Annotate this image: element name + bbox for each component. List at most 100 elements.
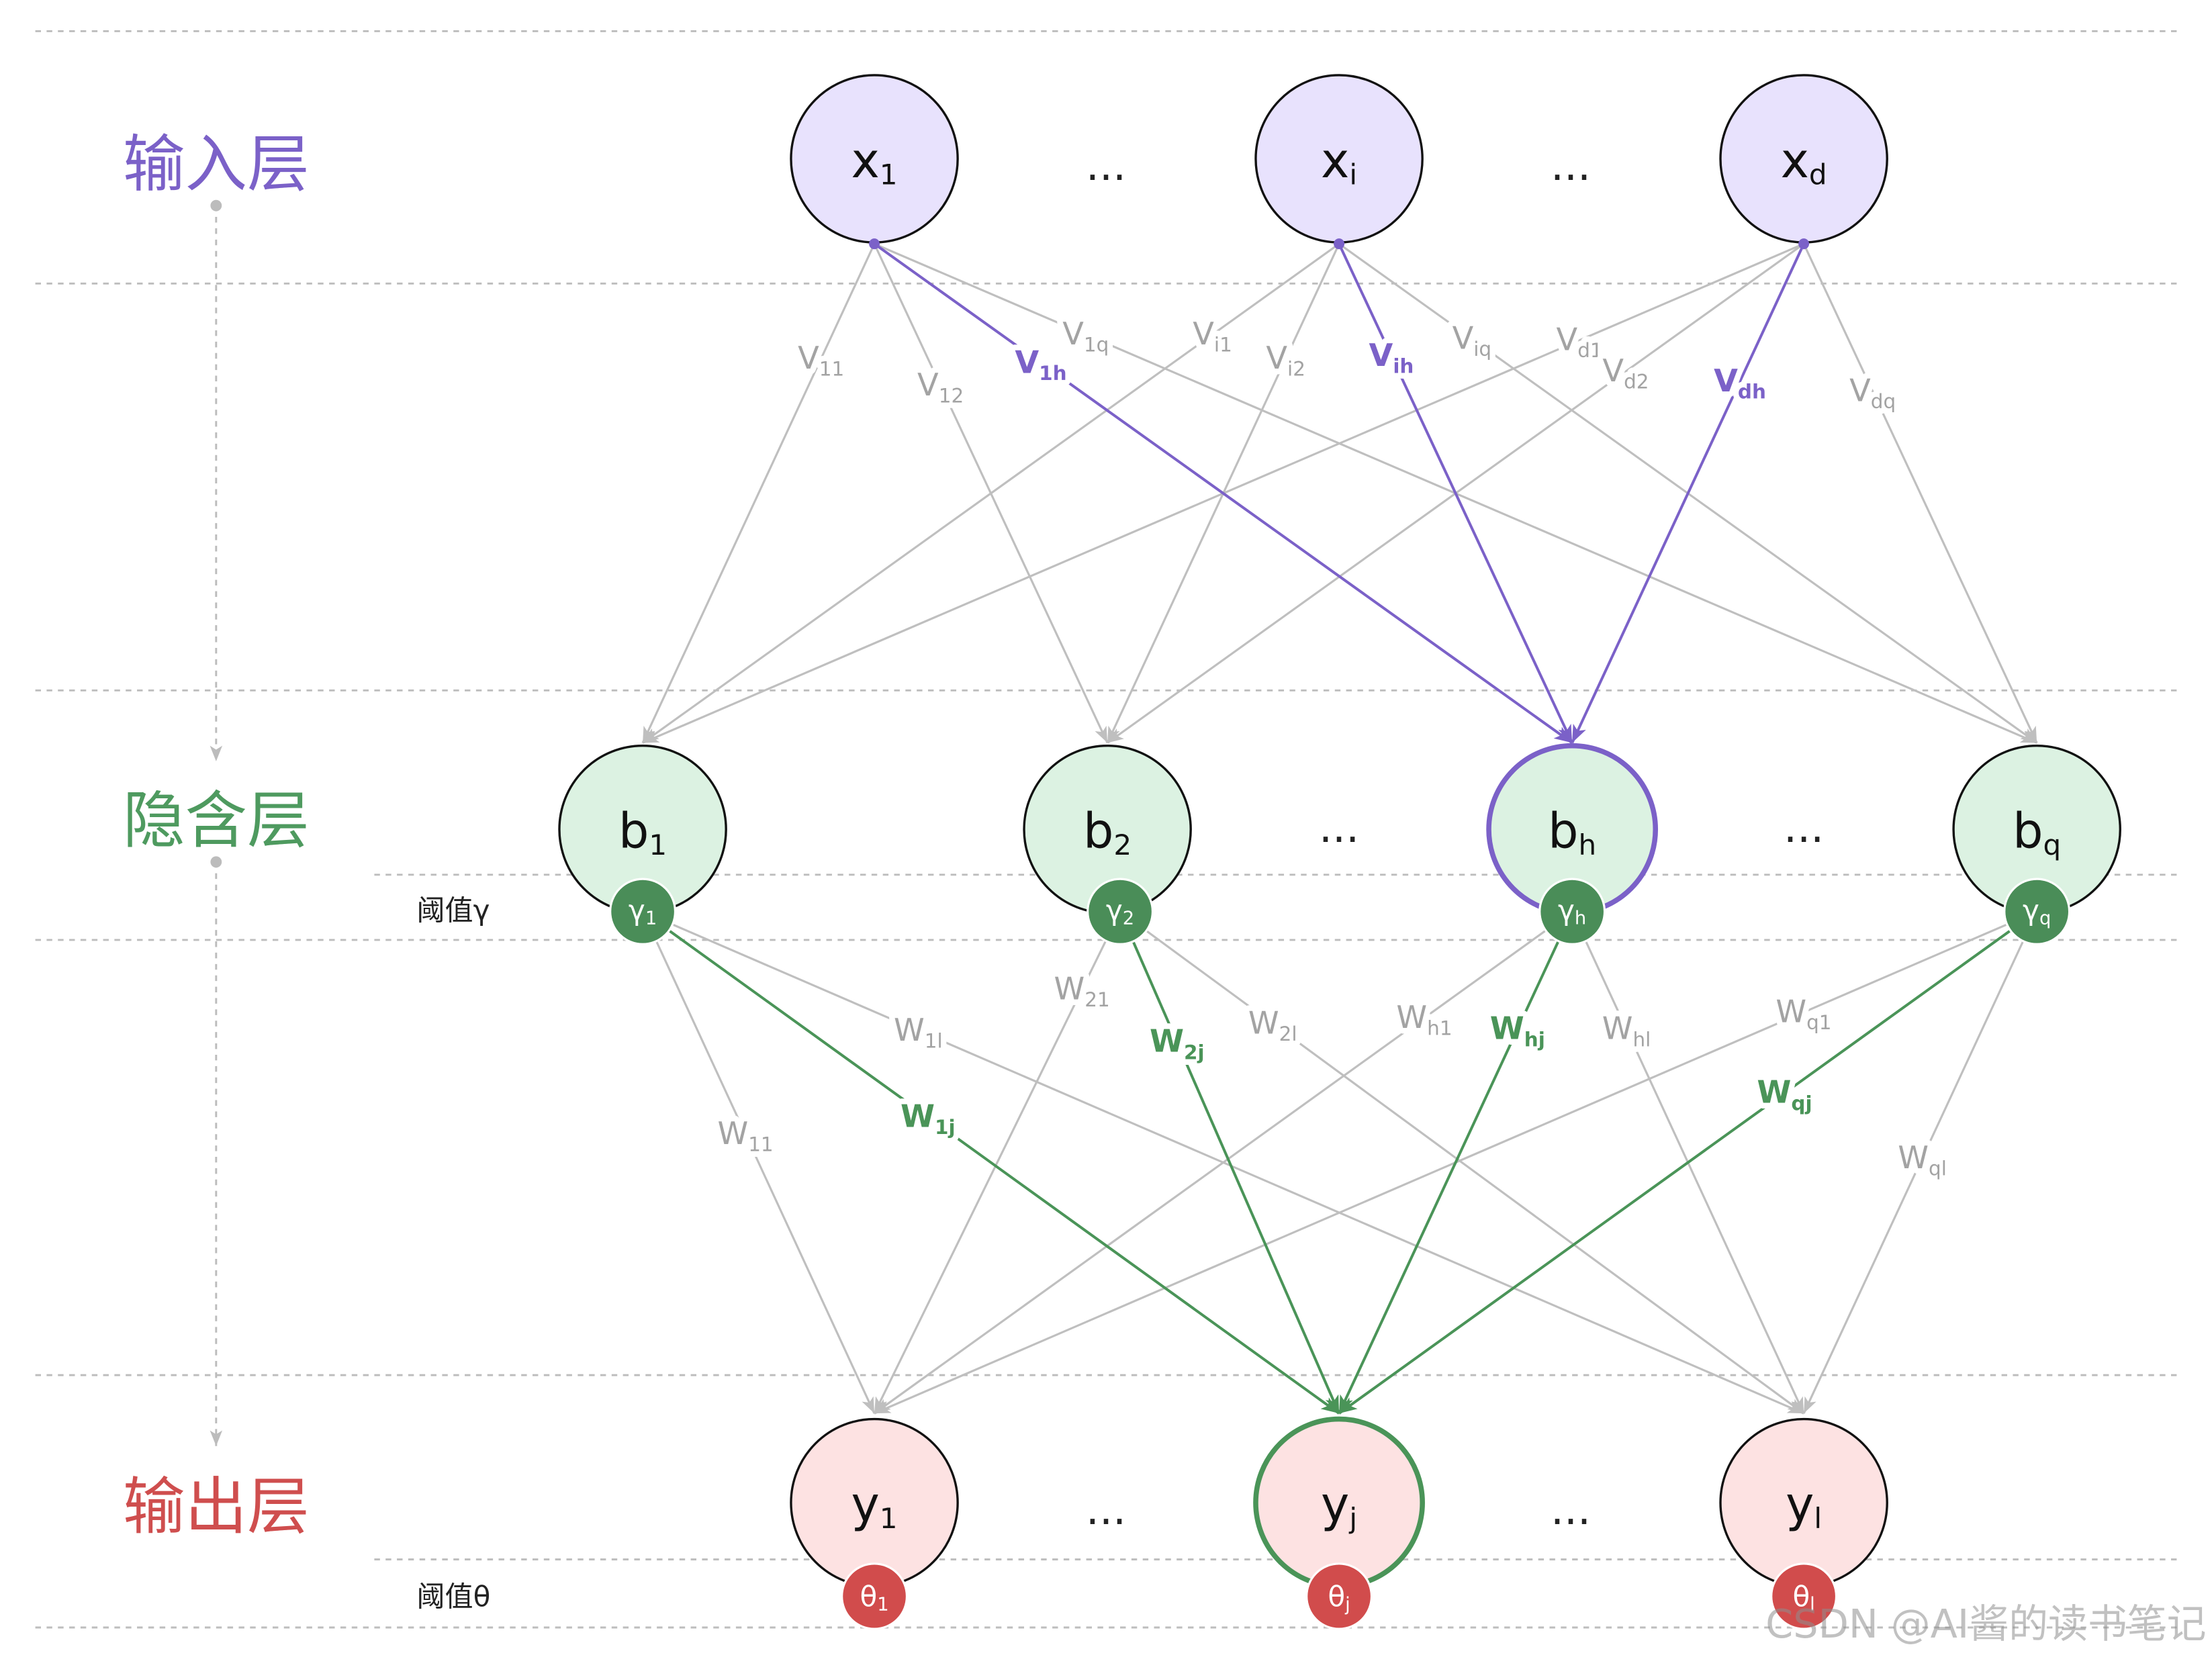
weight-edge-w21 <box>873 910 1121 1414</box>
output-node-label-symbol: y <box>1321 1476 1349 1533</box>
weight-label-wh1-symbol: W <box>1396 999 1427 1035</box>
weight-label-v1h-subscript: 1h <box>1039 362 1066 385</box>
weight-label-v11: V11 <box>798 340 844 381</box>
weight-label-wqj-subscript: qj <box>1791 1092 1812 1115</box>
gamma-threshold-label-symbol: γ <box>1106 894 1123 927</box>
weight-edge-vi1 <box>642 242 1340 744</box>
ellipsis: ... <box>1551 1484 1591 1534</box>
theta-threshold-label-symbol: θ <box>1792 1580 1810 1613</box>
output-node-label: yj <box>1321 1476 1357 1536</box>
hidden-node-label: bq <box>2013 803 2061 862</box>
weight-label-whj-subscript: hj <box>1524 1028 1545 1051</box>
theta-threshold-label: θl <box>1792 1580 1814 1615</box>
input-node-port-dot <box>1798 238 1810 250</box>
weight-label-w2j: W2j <box>1150 1023 1205 1064</box>
input-node-label-symbol: x <box>1781 132 1809 189</box>
input-node-label-subscript: i <box>1349 158 1357 191</box>
weight-label-wh1-subscript: h1 <box>1427 1017 1452 1039</box>
weight-label-vd2-symbol: V <box>1602 352 1624 389</box>
weight-label-vi2-symbol: V <box>1266 340 1287 376</box>
input-node-label-symbol: x <box>851 132 879 189</box>
hidden-node: bh γh <box>1486 743 1659 945</box>
ellipsis: ... <box>1086 1484 1126 1534</box>
weight-edge-whj <box>1338 910 1573 1415</box>
theta-threshold-circle <box>1305 1562 1373 1630</box>
theta-threshold-label-subscript: l <box>1810 1595 1815 1615</box>
output-node-label: y1 <box>851 1476 897 1536</box>
weight-edge-w1j <box>641 910 1340 1415</box>
ellipsis: ... <box>1086 140 1126 190</box>
weight-label-v11-subscript: 11 <box>819 357 844 380</box>
gamma-threshold-label: γh <box>1558 894 1586 929</box>
weight-edge-vih <box>1338 243 1573 744</box>
weight-label-v12-subscript: 12 <box>939 385 964 408</box>
input-node-port-dot <box>869 238 880 250</box>
weight-label-v1q-subscript: 1q <box>1084 334 1109 357</box>
output-node: yj θj <box>1253 1416 1425 1630</box>
input-node: xi <box>1254 74 1424 250</box>
output-threshold-caption: 阈值θ <box>417 1580 491 1613</box>
weight-label-v1h: V1h <box>1015 344 1066 385</box>
weight-edge-vdh <box>1571 243 1805 744</box>
weight-label-wq1: Wq1 <box>1776 993 1831 1034</box>
weight-label-w11-symbol: W <box>717 1115 748 1151</box>
weight-label-vi2-subscript: i2 <box>1287 357 1305 380</box>
gamma-threshold-circle <box>609 878 677 945</box>
hidden-node-label-symbol: b <box>2013 803 2043 859</box>
weight-label-vd1-symbol: V <box>1557 321 1578 357</box>
hidden-node-label-subscript: q <box>2043 829 2062 861</box>
weight-label-wq1-symbol: W <box>1776 993 1806 1029</box>
weight-label-w11: W11 <box>717 1115 773 1156</box>
watermark: CSDN @AI酱的读书笔记 <box>1765 1601 2206 1647</box>
hidden-node-label-symbol: b <box>1548 803 1578 859</box>
gamma-threshold-label-subscript: 2 <box>1123 908 1134 929</box>
weight-edge-vdq <box>1802 243 2038 744</box>
gamma-threshold-label-subscript: q <box>2039 908 2051 929</box>
weight-label-whj: Whj <box>1490 1010 1545 1051</box>
weight-label-w2l-symbol: W <box>1248 1004 1279 1041</box>
theta-threshold-label-symbol: θ <box>1328 1580 1345 1613</box>
weight-label-viq-symbol: V <box>1453 320 1474 356</box>
input-node-label-subscript: 1 <box>880 158 898 191</box>
weight-label-vdh: Vdh <box>1714 363 1766 404</box>
gamma-threshold-label: γ1 <box>629 894 657 929</box>
weight-label-vi1: Vi1 <box>1193 316 1232 357</box>
weight-label-vih-symbol: V <box>1369 337 1393 373</box>
gamma-threshold-label-symbol: γ <box>2023 894 2039 927</box>
hidden-node-label-subscript: h <box>1579 829 1597 861</box>
input-node: xd <box>1719 74 1888 250</box>
theta-threshold-circle <box>1770 1562 1838 1630</box>
weight-label-vd2-subscript: d2 <box>1624 370 1649 393</box>
weight-label-wqj: Wqj <box>1757 1074 1812 1115</box>
weight-label-w1l-symbol: W <box>894 1012 925 1048</box>
input-node: x1 <box>790 74 959 250</box>
theta-threshold-label-subscript: j <box>1344 1595 1350 1615</box>
theta-threshold-circle <box>841 1562 908 1630</box>
weight-label-w2l: W2l <box>1248 1004 1297 1045</box>
weight-label-vih-subscript: ih <box>1393 355 1414 377</box>
gamma-threshold-circle <box>1538 878 1606 945</box>
weight-label-wql-subscript: ql <box>1929 1157 1947 1180</box>
weight-label-v1h-symbol: V <box>1015 344 1039 380</box>
weight-label-v12: V12 <box>917 367 964 408</box>
weight-label-v11-symbol: V <box>798 340 819 376</box>
weight-edge-w2j <box>1119 910 1340 1414</box>
weight-edge-v1h <box>873 242 1573 745</box>
weight-label-vdq-subscript: dq <box>1871 390 1896 413</box>
weight-label-wh1: Wh1 <box>1396 999 1452 1040</box>
hidden-node-label: bh <box>1548 803 1596 862</box>
weight-label-w2j-subscript: 2j <box>1184 1041 1205 1064</box>
weight-label-whj-symbol: W <box>1490 1010 1524 1047</box>
weight-label-w1j-symbol: W <box>901 1098 935 1135</box>
output-node-label-subscript: l <box>1814 1502 1822 1535</box>
weight-label-v1q: V1q <box>1062 316 1109 357</box>
output-layer-label: 输出层 <box>123 1470 310 1543</box>
weight-label-vdq: Vdq <box>1849 372 1896 413</box>
weight-label-vd1-subscript: d1 <box>1577 339 1602 362</box>
